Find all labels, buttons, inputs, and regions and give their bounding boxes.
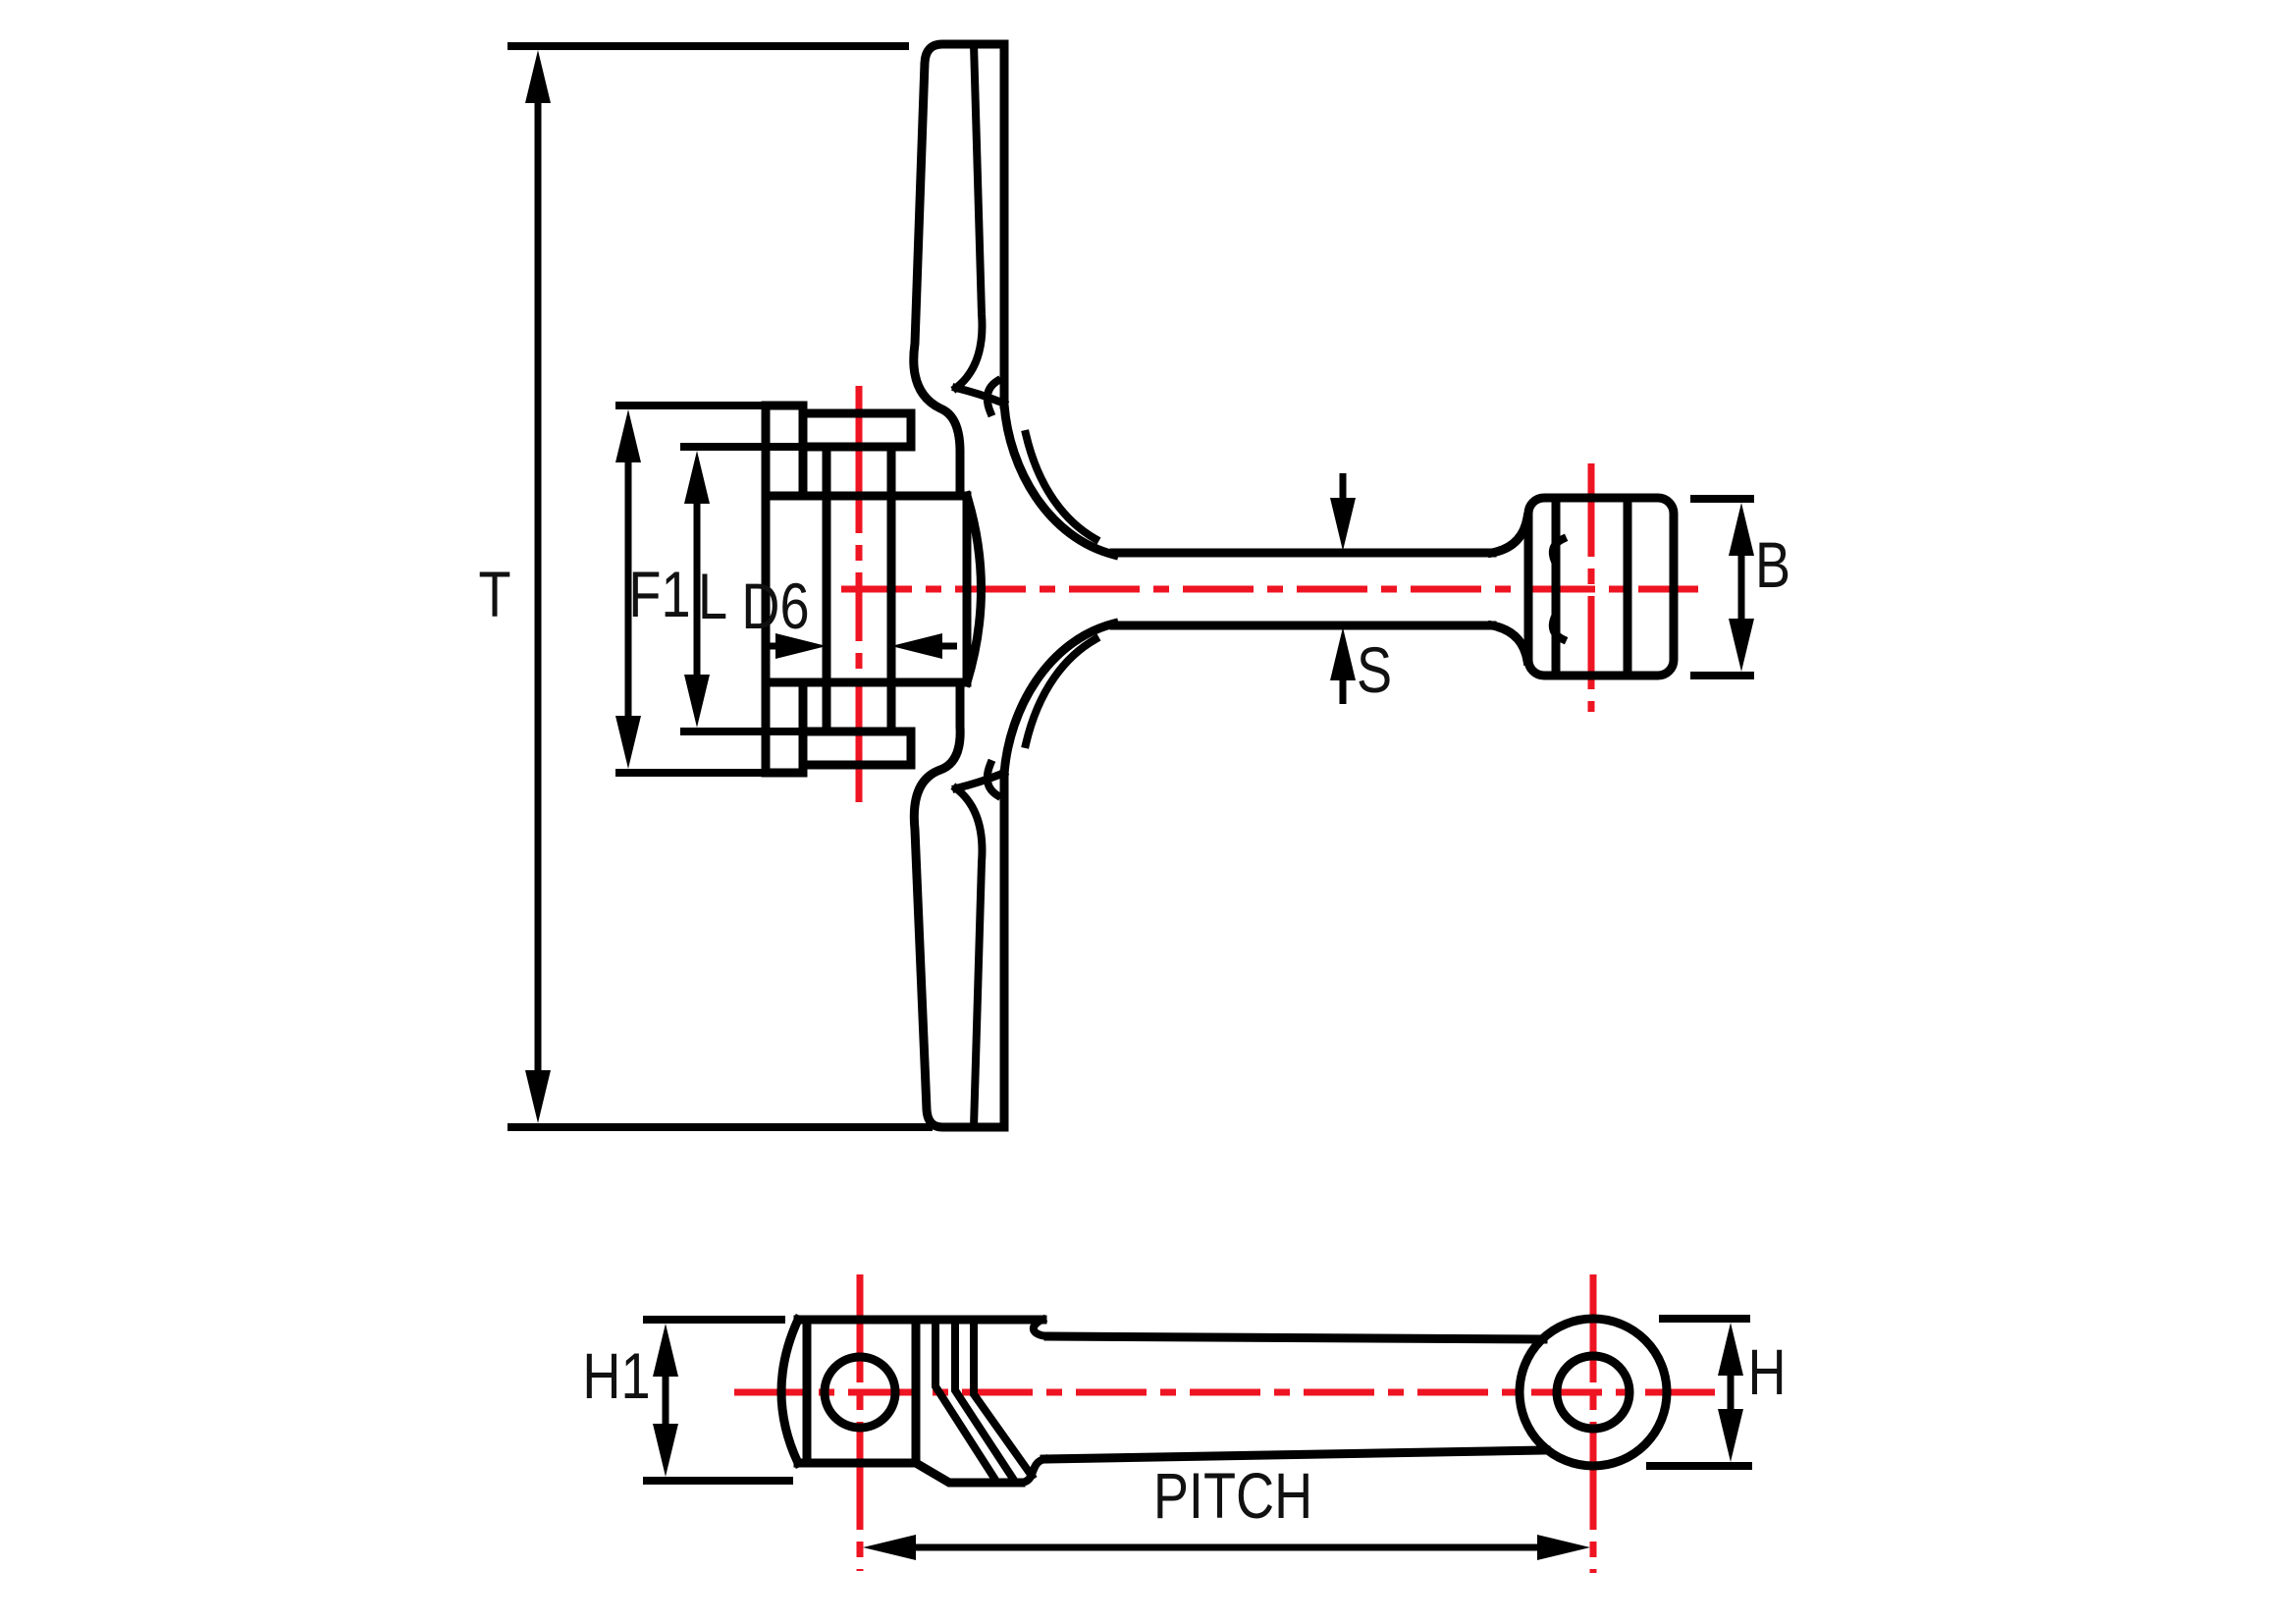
elevation-dimensions: T F1 L D6 S B bbox=[478, 42, 1790, 1131]
b-arrow-up-icon bbox=[1729, 503, 1754, 556]
dimension-label-s: S bbox=[1357, 633, 1392, 706]
pitch-arrow-right-icon bbox=[1537, 1535, 1590, 1560]
bigend-barrel-arc bbox=[961, 490, 986, 688]
blade-lower-fillet-hook bbox=[983, 758, 1003, 801]
blade-upper-fillet-hook bbox=[983, 375, 1003, 418]
h-arrow-down-icon bbox=[1718, 1409, 1743, 1462]
plan-bottom-step-edge bbox=[909, 1456, 1026, 1488]
b-arrow-down-icon bbox=[1729, 619, 1754, 672]
plan-dimensions: H1 H PITCH bbox=[582, 1315, 1787, 1560]
f1-arrow-down-icon bbox=[615, 716, 641, 769]
plan-bigend-bolt-hole bbox=[820, 1352, 900, 1433]
lower-outer-fairing-curve bbox=[999, 618, 1120, 779]
dimension-label-d6: D6 bbox=[741, 569, 809, 642]
d6-arrow-right-icon bbox=[775, 633, 827, 659]
blade-lower-interior-line bbox=[950, 783, 987, 1132]
serration-line-3 bbox=[970, 1319, 1038, 1482]
dimension-label-h: H bbox=[1747, 1335, 1786, 1408]
plan-bottom-edge-right bbox=[1040, 1445, 1551, 1464]
plan-smallend-boss bbox=[1515, 1314, 1672, 1471]
dimension-label-b: B bbox=[1755, 528, 1790, 601]
dimension-label-h1: H1 bbox=[582, 1339, 650, 1412]
smallend-bottom-fillet bbox=[1486, 620, 1533, 667]
smallend-top-fillet bbox=[1486, 512, 1533, 559]
d6-arrow-left-icon bbox=[891, 633, 942, 659]
blade-upper-root-line bbox=[951, 383, 1010, 409]
s-arrow-down-icon bbox=[1330, 498, 1356, 551]
f1-arrow-up-icon bbox=[615, 409, 641, 462]
top-bolt-flange bbox=[798, 408, 916, 452]
blade-lower-left-edge bbox=[909, 677, 1009, 1132]
h1-arrow-up-icon bbox=[653, 1324, 678, 1377]
dimension-label-pitch: PITCH bbox=[1153, 1459, 1312, 1532]
blade-upper-interior-line bbox=[950, 39, 987, 394]
upper-inner-fairing-curve bbox=[1021, 429, 1101, 545]
elevation-view-outline bbox=[909, 39, 1679, 1132]
dimension-label-l: L bbox=[698, 560, 727, 632]
bottom-bolt-flange bbox=[798, 727, 916, 770]
plan-smallend-pin-hole bbox=[1552, 1351, 1634, 1434]
plan-bigend-block bbox=[793, 1315, 921, 1468]
s-arrow-up-icon bbox=[1330, 627, 1356, 680]
upper-outer-fairing-curve bbox=[999, 400, 1120, 561]
dimension-label-t: T bbox=[478, 558, 510, 630]
t-arrow-down-icon bbox=[525, 1070, 551, 1123]
l-arrow-down-icon bbox=[684, 675, 710, 728]
serration-line-2 bbox=[951, 1319, 1019, 1485]
h1-arrow-down-icon bbox=[653, 1424, 678, 1477]
plan-top-edge-right bbox=[1043, 1331, 1548, 1344]
plan-view-outline bbox=[776, 1314, 1672, 1488]
lower-inner-fairing-curve bbox=[1021, 633, 1101, 749]
smallend-block bbox=[1523, 493, 1679, 680]
h-arrow-up-icon bbox=[1718, 1323, 1743, 1376]
blade-upper-left-edge bbox=[909, 39, 1009, 499]
l-arrow-up-icon bbox=[684, 451, 710, 504]
dimension-label-f1: F1 bbox=[628, 558, 690, 630]
pitch-arrow-left-icon bbox=[863, 1535, 916, 1560]
serration-line-1 bbox=[932, 1319, 999, 1483]
blade-lower-root-line bbox=[951, 767, 1010, 793]
t-arrow-up-icon bbox=[525, 50, 551, 103]
plan-bigend-bulge bbox=[776, 1314, 804, 1469]
